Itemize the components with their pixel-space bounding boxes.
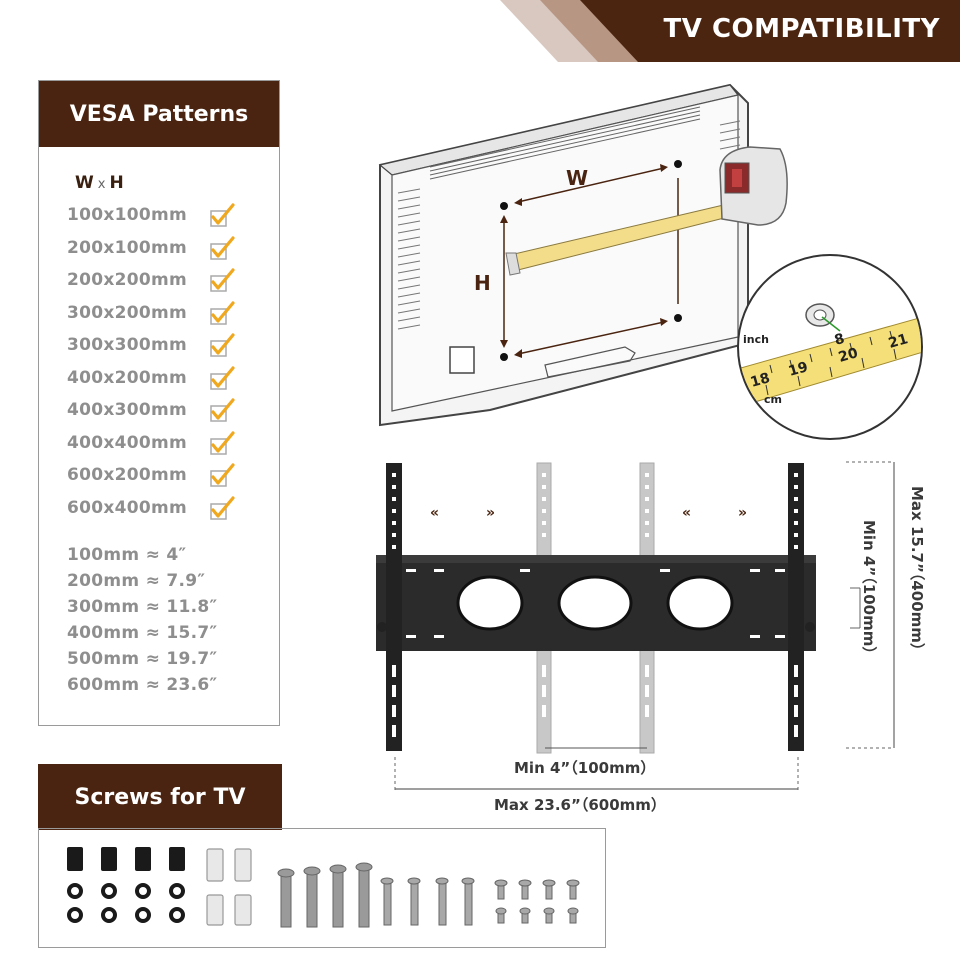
checkmark-icon: [210, 203, 235, 227]
vesa-pattern-label: 400x400mm: [67, 432, 188, 453]
vesa-pattern-row: 600x200mm: [67, 463, 267, 489]
spacer-icons: [67, 847, 185, 871]
vesa-pattern-row: 400x300mm: [67, 398, 267, 424]
vesa-hole-diagram: [500, 160, 682, 361]
vesa-pattern-label: 300x200mm: [67, 302, 188, 323]
tape-cm-label: cm: [764, 393, 782, 406]
vesa-pattern-label: 400x300mm: [67, 400, 188, 420]
vertical-arm-left: [377, 463, 402, 751]
checkmark-icon: [210, 495, 235, 520]
mm-inch-conversion: 600mm ≈ 23.6″: [67, 675, 218, 695]
mm-inch-conversion: 300mm ≈ 11.8″: [67, 597, 218, 617]
tape-number-20: 20: [837, 345, 860, 366]
max-height-dimension: [846, 461, 895, 749]
checkmark-icon: [210, 430, 235, 455]
vertical-arm-right: [788, 463, 815, 751]
title-banner: TV COMPATIBILITY: [580, 0, 960, 62]
mm-inch-conversion: 400mm ≈ 15.7″: [67, 623, 218, 643]
vesa-pattern-row: 300x300mm: [67, 333, 267, 359]
vesa-pattern-row: 300x200mm: [67, 300, 267, 327]
checkmark-icon: [210, 235, 235, 260]
vesa-pattern-row: 600x400mm: [67, 495, 267, 522]
max-height-label: Max 15.7”（400mm）: [908, 486, 926, 658]
min-width-label: Min 4”（100mm）: [514, 759, 656, 777]
wall-plate: [376, 555, 816, 651]
checkmark-icon: [210, 398, 235, 422]
long-screw-icons: [277, 862, 373, 928]
max-width-label: Max 23.6”（600mm）: [494, 796, 666, 814]
vesa-pattern-label: 400x200mm: [67, 367, 188, 388]
screws-heading: Screws for TV: [38, 764, 282, 830]
tape-number-19: 19: [787, 359, 810, 380]
vesa-pattern-row: 400x200mm: [67, 365, 267, 392]
vesa-pattern-row: 400x400mm: [67, 430, 267, 457]
vesa-heading: VESA Patterns: [39, 81, 279, 147]
checkmark-icon: [210, 365, 235, 390]
tape-number-21: 21: [887, 331, 910, 352]
vesa-pattern-row: 200x100mm: [67, 235, 267, 262]
mm-inch-conversion: 200mm ≈ 7.9″: [67, 571, 206, 591]
vesa-pattern-label: 300x300mm: [67, 335, 188, 355]
vesa-pattern-row: 200x200mm: [67, 268, 267, 294]
tape-number-8: 8: [833, 331, 847, 349]
wall-mount-diagram: « » « »: [376, 462, 816, 754]
min-height-label: Min 4”（100mm）: [860, 520, 878, 662]
vesa-pattern-row: 100x100mm: [67, 203, 267, 229]
arrow-left-1: «: [430, 505, 439, 521]
arrow-left-2: «: [682, 505, 691, 521]
tape-inch-label: inch: [743, 333, 769, 346]
clip-plate-icons: [206, 848, 252, 926]
vesa-pattern-label: 100x100mm: [67, 205, 188, 225]
arrow-right-1: »: [486, 505, 495, 521]
mm-inch-conversion: 500mm ≈ 19.7″: [67, 649, 218, 669]
checkmark-icon: [210, 300, 235, 325]
x-letter: x: [97, 177, 106, 192]
tape-zoom-circle: 8 18 19 20 21 inch cm: [737, 254, 923, 440]
slide-arrows: « » « »: [430, 505, 747, 521]
h-dimension-label: H: [474, 271, 491, 295]
h-letter: H: [109, 173, 124, 193]
screws-panel: [38, 828, 606, 948]
mm-inch-conversion: 100mm ≈ 4″: [67, 545, 187, 565]
tape-number-18: 18: [749, 370, 772, 391]
vesa-pattern-label: 200x100mm: [67, 237, 188, 258]
w-letter: W: [75, 173, 94, 193]
checkmark-icon: [210, 268, 235, 292]
medium-screw-icons: [380, 877, 475, 926]
short-screw-icons: [494, 879, 580, 924]
vesa-pattern-label: 600x400mm: [67, 497, 188, 518]
page-title: TV COMPATIBILITY: [663, 14, 940, 44]
washer-icons: [67, 883, 185, 923]
vesa-pattern-label: 200x200mm: [67, 270, 188, 290]
vesa-pattern-label: 600x200mm: [67, 465, 188, 485]
hardware-kit: [67, 847, 580, 928]
tape-measure-icon: [505, 146, 788, 276]
checkmark-icon: [210, 333, 235, 357]
max-width-dimension: [394, 757, 799, 791]
arrow-right-2: »: [738, 505, 747, 521]
checkmark-icon: [210, 463, 235, 487]
tv-back-diagram: W H 8 18 19 20 21: [378, 83, 923, 440]
w-dimension-label: W: [566, 166, 588, 190]
